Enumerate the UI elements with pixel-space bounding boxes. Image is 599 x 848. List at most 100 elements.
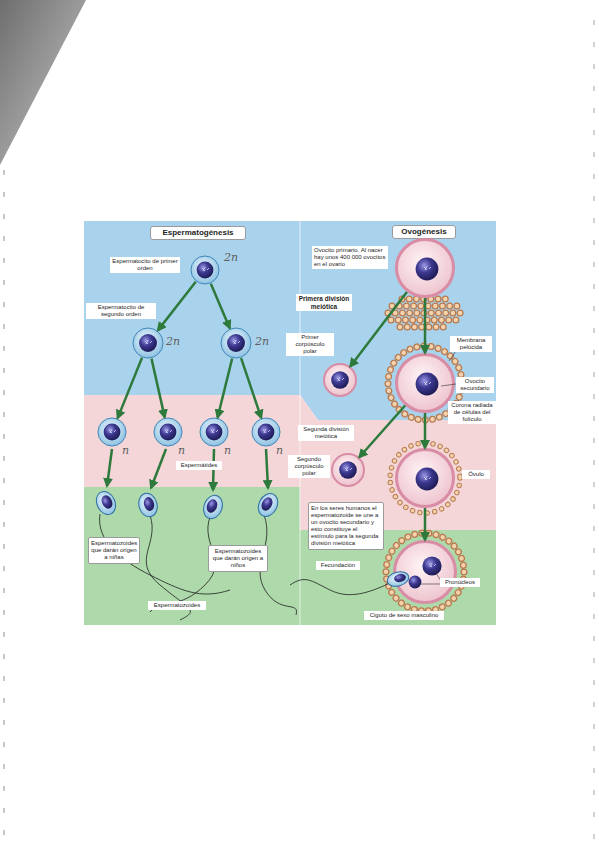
sperm-head	[254, 490, 281, 520]
sperm-tail	[290, 580, 388, 595]
callout-label: Fecundación	[316, 561, 360, 570]
note-box: Espermatozoides que darán origen a niños	[208, 545, 268, 572]
division-arrow	[158, 282, 196, 331]
callout-label: Segunda división meiótica	[298, 425, 354, 441]
title-box: Espermatogénesis	[150, 226, 246, 240]
cell-label: Cigoto de sexo masculino	[364, 611, 444, 620]
title-text: Espermatogénesis	[151, 227, 245, 239]
sperm-tail	[150, 517, 215, 612]
cell-outline	[323, 363, 357, 397]
spermatid-cell: n	[251, 417, 281, 447]
cell-outline	[132, 327, 164, 359]
sperm-nucleus	[100, 494, 115, 511]
leader-line	[420, 584, 441, 585]
spermatocyte-cell: 2n	[220, 327, 252, 359]
division-arrow	[211, 284, 230, 328]
leader-line	[449, 351, 456, 361]
cell-outline	[97, 417, 127, 447]
division-arrow	[350, 292, 407, 367]
sperm-nucleus	[205, 498, 219, 515]
cell-label: Espermatocito de segundo orden	[86, 303, 156, 319]
corona-radiata	[386, 533, 464, 611]
note-box: Espermatozoides que darán origen a niñas	[88, 537, 140, 564]
division-arrow	[218, 359, 233, 418]
cell-label: Ovocito secundario	[456, 377, 494, 393]
cell-outline	[220, 327, 252, 359]
sperm-head	[136, 491, 160, 519]
sperm-nucleus	[393, 573, 407, 584]
follicle-cells	[388, 299, 462, 327]
box-text: Espermatozoides que darán origen a niños	[209, 546, 267, 571]
cell-label: Óvulo	[462, 470, 490, 479]
sperm-nucleus	[142, 496, 155, 512]
ploidy-note: 2n	[255, 336, 277, 348]
division-arrow	[152, 359, 165, 418]
follicle-cells	[388, 299, 462, 327]
blue-band	[84, 221, 496, 420]
title-box: Ovogénesis	[392, 225, 456, 239]
panel-divider	[299, 221, 301, 625]
corona-radiata	[386, 533, 464, 611]
cell-outline	[331, 453, 365, 487]
division-arrow	[118, 358, 142, 418]
cell-outline	[393, 540, 457, 604]
leader-lines	[420, 351, 459, 584]
cell-outline	[251, 417, 281, 447]
division-arrow	[424, 298, 427, 353]
transform-arrows	[107, 449, 268, 490]
polar-body: Primer corpúsculo polar	[323, 363, 357, 397]
polar-body: Segundo corpúsculo polar	[331, 453, 365, 487]
cell-label: Ovocito primario. Al nacer hay unos 400 …	[312, 246, 388, 269]
sperm-head	[93, 488, 119, 517]
transform-arrow	[151, 449, 166, 488]
callout-label: Primera división meiótica	[296, 294, 352, 311]
green-band	[84, 487, 496, 625]
leader-line	[441, 384, 456, 386]
callout-label: Pronúcleos	[440, 578, 480, 587]
cell-outline	[199, 417, 229, 447]
sperm-head	[386, 569, 411, 588]
callout-label: Membrana pelúcida	[450, 336, 492, 352]
transform-arrow	[266, 449, 268, 488]
division-arrow	[424, 413, 427, 448]
spermatocyte-cell: Espermatocito de segundo orden2n	[132, 327, 164, 359]
title-text: Ovogénesis	[393, 226, 455, 238]
division-arrow	[359, 405, 405, 457]
division-arrow	[424, 508, 427, 540]
transform-arrow	[107, 449, 112, 486]
ploidy-note: 2n	[224, 252, 246, 264]
cell-outline	[153, 417, 183, 447]
oocyte-cell: Ovocito secundario	[395, 353, 455, 413]
sperm-head	[200, 493, 225, 522]
box-text: En los seres humanos el espermatozoide s…	[309, 503, 383, 549]
oocyte-cell: Ovocito primario. Al nacer hay unos 400 …	[395, 238, 455, 298]
corona-radiata	[390, 443, 460, 513]
ploidy-note: n	[178, 445, 192, 457]
zygote-cell: Cigoto de sexo masculino	[393, 540, 457, 604]
cell-outline	[395, 448, 455, 508]
callout-label: Espermatozoides	[148, 601, 206, 610]
ploidy-note: n	[224, 445, 238, 457]
cell-outline	[395, 238, 455, 298]
spermatid-cell: n	[97, 417, 127, 447]
ploidy-note: 2n	[166, 336, 188, 348]
ploidy-note: n	[122, 445, 136, 457]
cell-outline	[395, 353, 455, 413]
cell-outline	[190, 255, 220, 285]
binding-holes	[3, 170, 5, 848]
ovum-cell: Óvulo	[395, 448, 455, 508]
callout-label: Corona radiada de células del folículo	[448, 401, 496, 424]
corona-radiata	[390, 443, 460, 513]
sperm-heads	[93, 488, 282, 521]
box-text: Espermatozoides que darán origen a niñas	[89, 538, 139, 563]
spermatid-cell: n	[199, 417, 229, 447]
cell-label: Primer corpúsculo polar	[286, 333, 334, 356]
note-box: En los seres humanos el espermatozoide s…	[308, 502, 384, 550]
binding-holes	[593, 20, 595, 848]
callout-label: Espermátides	[176, 461, 222, 470]
